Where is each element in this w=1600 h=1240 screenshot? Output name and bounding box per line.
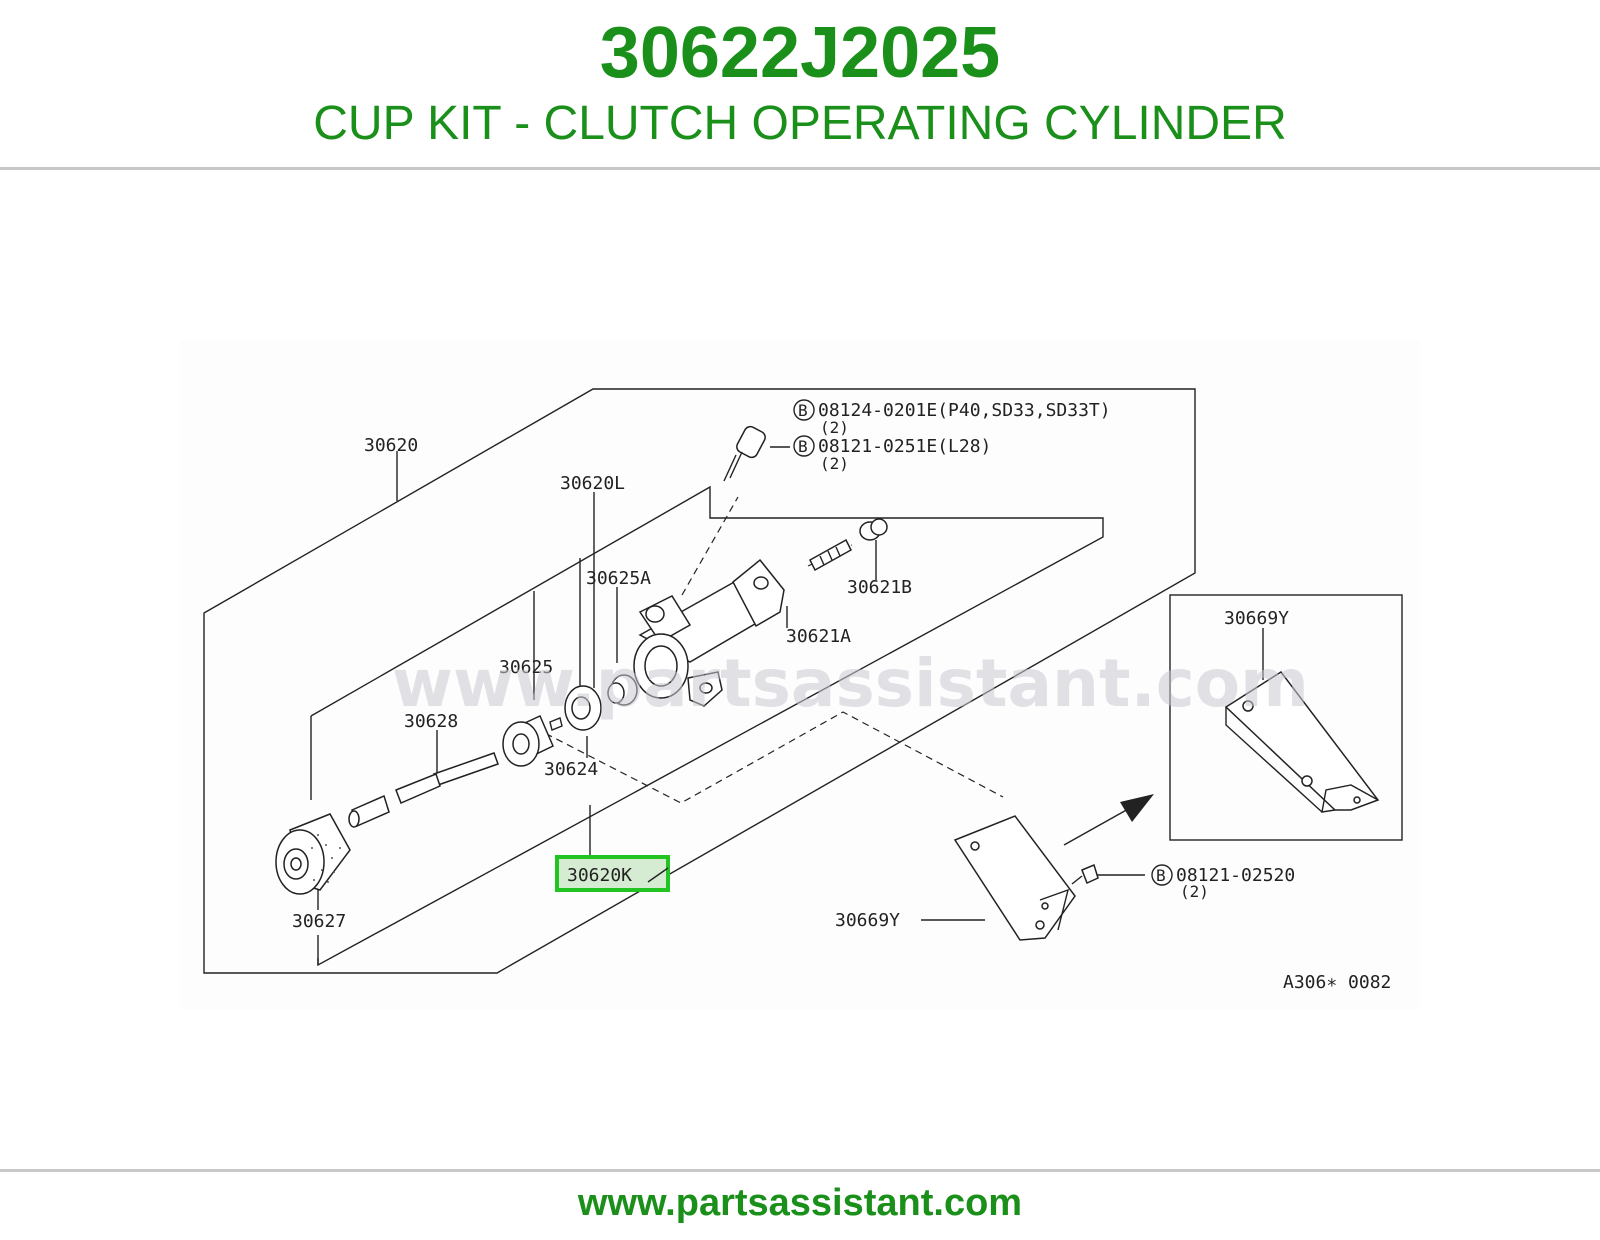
leader-30620k-arrow (647, 867, 669, 883)
dashed-bracket-path (534, 711, 1004, 804)
drawing-code: A306∗ 0082 (1283, 972, 1391, 993)
dust-boot-part (275, 813, 351, 895)
direction-arrow-icon (1063, 794, 1154, 846)
bracket-part (953, 815, 1076, 941)
inset-frame (1169, 594, 1403, 841)
drawing-area (180, 340, 1420, 1010)
push-rod-part (348, 752, 499, 828)
piston-cup-part (564, 685, 602, 731)
footer-url[interactable]: www.partsassistant.com (577, 1182, 1023, 1224)
label-30628: 30628 (404, 711, 458, 732)
header-divider (0, 167, 1600, 170)
label-30627: 30627 (292, 911, 346, 932)
bolt-marker-icon: B (793, 435, 815, 457)
bolt-marker-icon: B (1151, 864, 1173, 886)
label-bolt3-qty: (2) (1180, 882, 1209, 901)
part-title: CUP KIT - CLUTCH OPERATING CYLINDER (313, 97, 1287, 150)
label-bolt2: 08121-0251E(L28) (818, 436, 991, 457)
label-30625: 30625 (499, 657, 553, 678)
highlight-box (555, 855, 670, 892)
piston-part (502, 714, 563, 767)
svg-text:B: B (798, 401, 808, 420)
label-30620k: 30620K (567, 865, 632, 886)
cylinder-body-part (633, 558, 785, 707)
bolt-marker-icon: B (793, 399, 815, 421)
watermark: www.partsassistant.com (392, 645, 1309, 722)
label-bolt1-qty: (2) (820, 418, 849, 437)
assembly-frame-outer (203, 388, 1196, 974)
label-30621b: 30621B (847, 577, 912, 598)
footer-divider (0, 1169, 1600, 1172)
label-bolt1: 08124-0201E(P40,SD33,SD33T) (818, 400, 1111, 421)
svg-text:B: B (1156, 866, 1166, 885)
bolt-part (723, 425, 766, 482)
label-30669y: 30669Y (835, 910, 900, 931)
label-30620: 30620 (364, 435, 418, 456)
label-30624: 30624 (544, 759, 598, 780)
inset-bracket-part (1224, 670, 1380, 813)
dashed-bolt-path (681, 496, 739, 596)
bracket-bolt-part (1071, 863, 1099, 885)
header: 30622J2025 CUP KIT - CLUTCH OPERATING CY… (0, 0, 1600, 168)
label-30621a: 30621A (786, 626, 851, 647)
label-30620l: 30620L (560, 473, 625, 494)
cup-seal-part (607, 674, 638, 706)
label-30669y-inset: 30669Y (1224, 608, 1289, 629)
label-30625a: 30625A (586, 568, 651, 589)
label-bolt2-qty: (2) (820, 454, 849, 473)
svg-text:B: B (798, 437, 808, 456)
bleeder-screw-part (809, 538, 852, 572)
bleeder-cap-part (859, 518, 888, 541)
label-bolt3: 08121-02520 (1176, 865, 1295, 886)
part-number: 30622J2025 (599, 13, 1001, 93)
